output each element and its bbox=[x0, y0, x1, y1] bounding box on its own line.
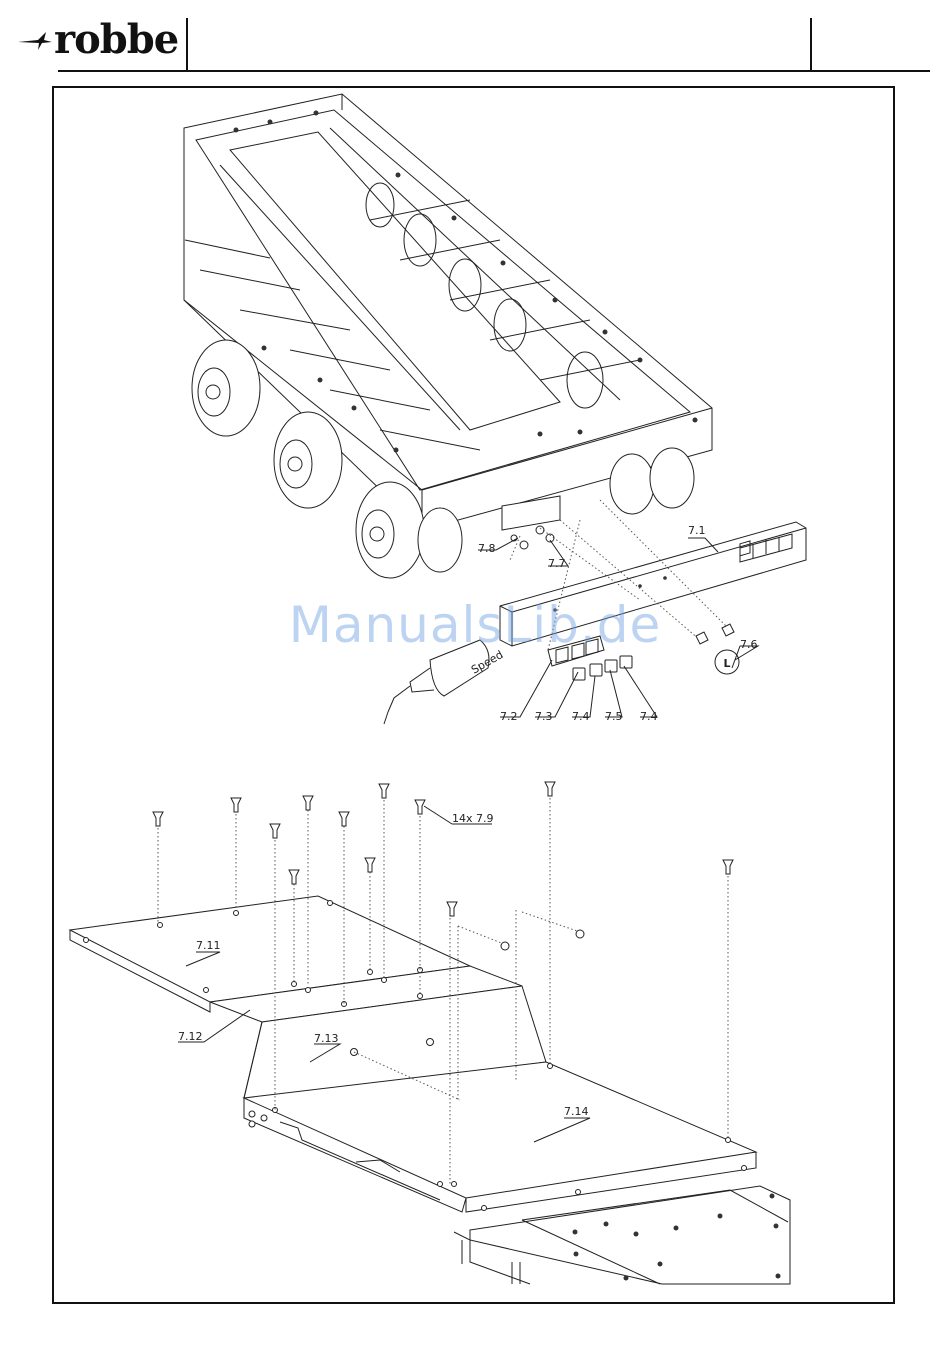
callout-7-1: 7.1 bbox=[688, 524, 706, 537]
callout-7-12: 7.12 bbox=[178, 1030, 203, 1043]
callout-7-8: 7.8 bbox=[478, 542, 496, 555]
callout-7-4b: 7.4 bbox=[640, 710, 658, 723]
callout-7-2: 7.2 bbox=[500, 710, 518, 723]
callout-7-4a: 7.4 bbox=[572, 710, 590, 723]
lenses bbox=[573, 656, 632, 680]
callout-7-5: 7.5 bbox=[605, 710, 623, 723]
deck-plates bbox=[70, 896, 790, 1284]
screw-mark-label: L bbox=[723, 657, 730, 670]
callout-7-7: 7.7 bbox=[548, 557, 566, 570]
callout-7-13: 7.13 bbox=[314, 1032, 339, 1045]
chassis-assembly bbox=[184, 94, 712, 578]
nuts-washers bbox=[511, 526, 554, 549]
callout-7-3: 7.3 bbox=[535, 710, 553, 723]
callout-7-14: 7.14 bbox=[564, 1105, 589, 1118]
watermark: ManualsLib.de bbox=[0, 596, 950, 654]
callout-14x-7-9: 14x 7.9 bbox=[452, 812, 494, 825]
callout-7-11: 7.11 bbox=[196, 939, 221, 952]
